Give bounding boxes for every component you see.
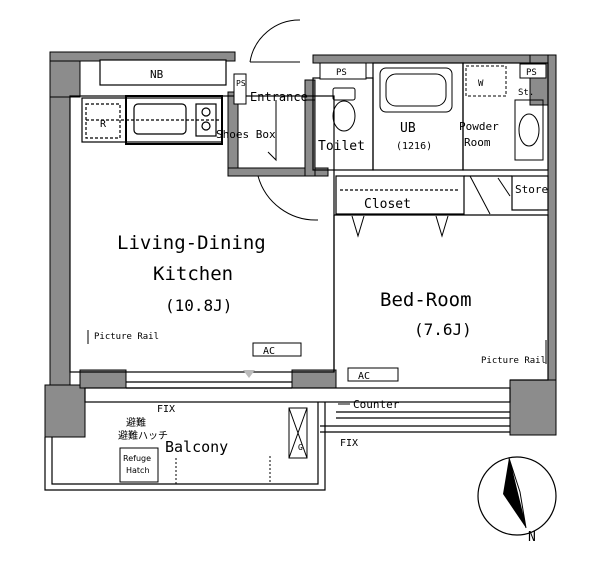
toilet-fixture	[332, 87, 356, 132]
entrance-door	[249, 19, 319, 221]
ps-top-label: PS	[336, 68, 347, 78]
arrow-marker	[243, 370, 255, 378]
refuge-ladder-label-2: 避難ハッチ	[118, 429, 168, 442]
toilet-label: Toilet	[318, 139, 365, 154]
bathtub	[379, 67, 453, 113]
refuge-hatch	[119, 447, 159, 483]
compass	[477, 456, 557, 536]
fix-balcony-label: FIX	[157, 404, 175, 415]
ac-ldk	[252, 342, 302, 357]
wash-basin	[514, 99, 544, 161]
powder-label-1: Powder	[459, 120, 499, 133]
ac-bed-label: AC	[358, 371, 370, 382]
ps-right-box	[519, 63, 547, 79]
refuge-ladder-label-1: 避難	[126, 416, 146, 429]
picture-rail-ldk-label: Picture Rail	[94, 332, 159, 342]
ps-vertical-label: PS	[236, 79, 246, 88]
gas-heater	[288, 407, 308, 459]
washer	[465, 65, 507, 97]
kitchen-counter	[81, 95, 223, 145]
ldk-label-2: Kitchen	[153, 263, 233, 285]
balcony-drains	[175, 456, 271, 484]
closet-label: Closet	[364, 197, 411, 212]
counter-label: Counter	[353, 398, 400, 411]
balcony-label: Balcony	[165, 438, 228, 456]
gas-label: G	[298, 443, 303, 452]
shoes-box-label: Shoes Box	[216, 128, 276, 141]
ac-bed	[347, 367, 399, 382]
store-label: Store	[515, 183, 548, 196]
refuge-hatch-label-1: Refuge	[123, 454, 151, 463]
ac-ldk-label: AC	[263, 346, 275, 357]
compass-n-label: N	[528, 530, 536, 545]
nb-label: NB	[150, 68, 164, 81]
nb-box: NB	[99, 59, 227, 86]
picture-rail-bed-label: Picture Rail	[481, 356, 546, 366]
st-label: St.	[518, 88, 534, 98]
refuge-hatch-label-2: Hatch	[126, 466, 150, 475]
bed-size-label: (7.6J)	[414, 320, 472, 339]
ub-size-label: (1216)	[396, 141, 432, 152]
fridge-label: R	[100, 119, 107, 130]
fix-bed-label: FIX	[340, 438, 358, 449]
ub-label: UB	[400, 121, 416, 136]
ps-right-label: PS	[526, 68, 537, 78]
closet-doors	[351, 215, 449, 238]
ldk-label-1: Living-Dining	[117, 232, 266, 254]
bed-label: Bed-Room	[380, 289, 472, 311]
washer-label: W	[478, 79, 484, 89]
powder-label-2: Room	[464, 136, 491, 149]
store-door	[469, 175, 511, 215]
ps-vertical	[233, 73, 247, 105]
entrance-label: Entrance	[250, 90, 308, 104]
ps-top-box	[319, 62, 367, 80]
ldk-size-label: (10.8J)	[165, 296, 232, 315]
